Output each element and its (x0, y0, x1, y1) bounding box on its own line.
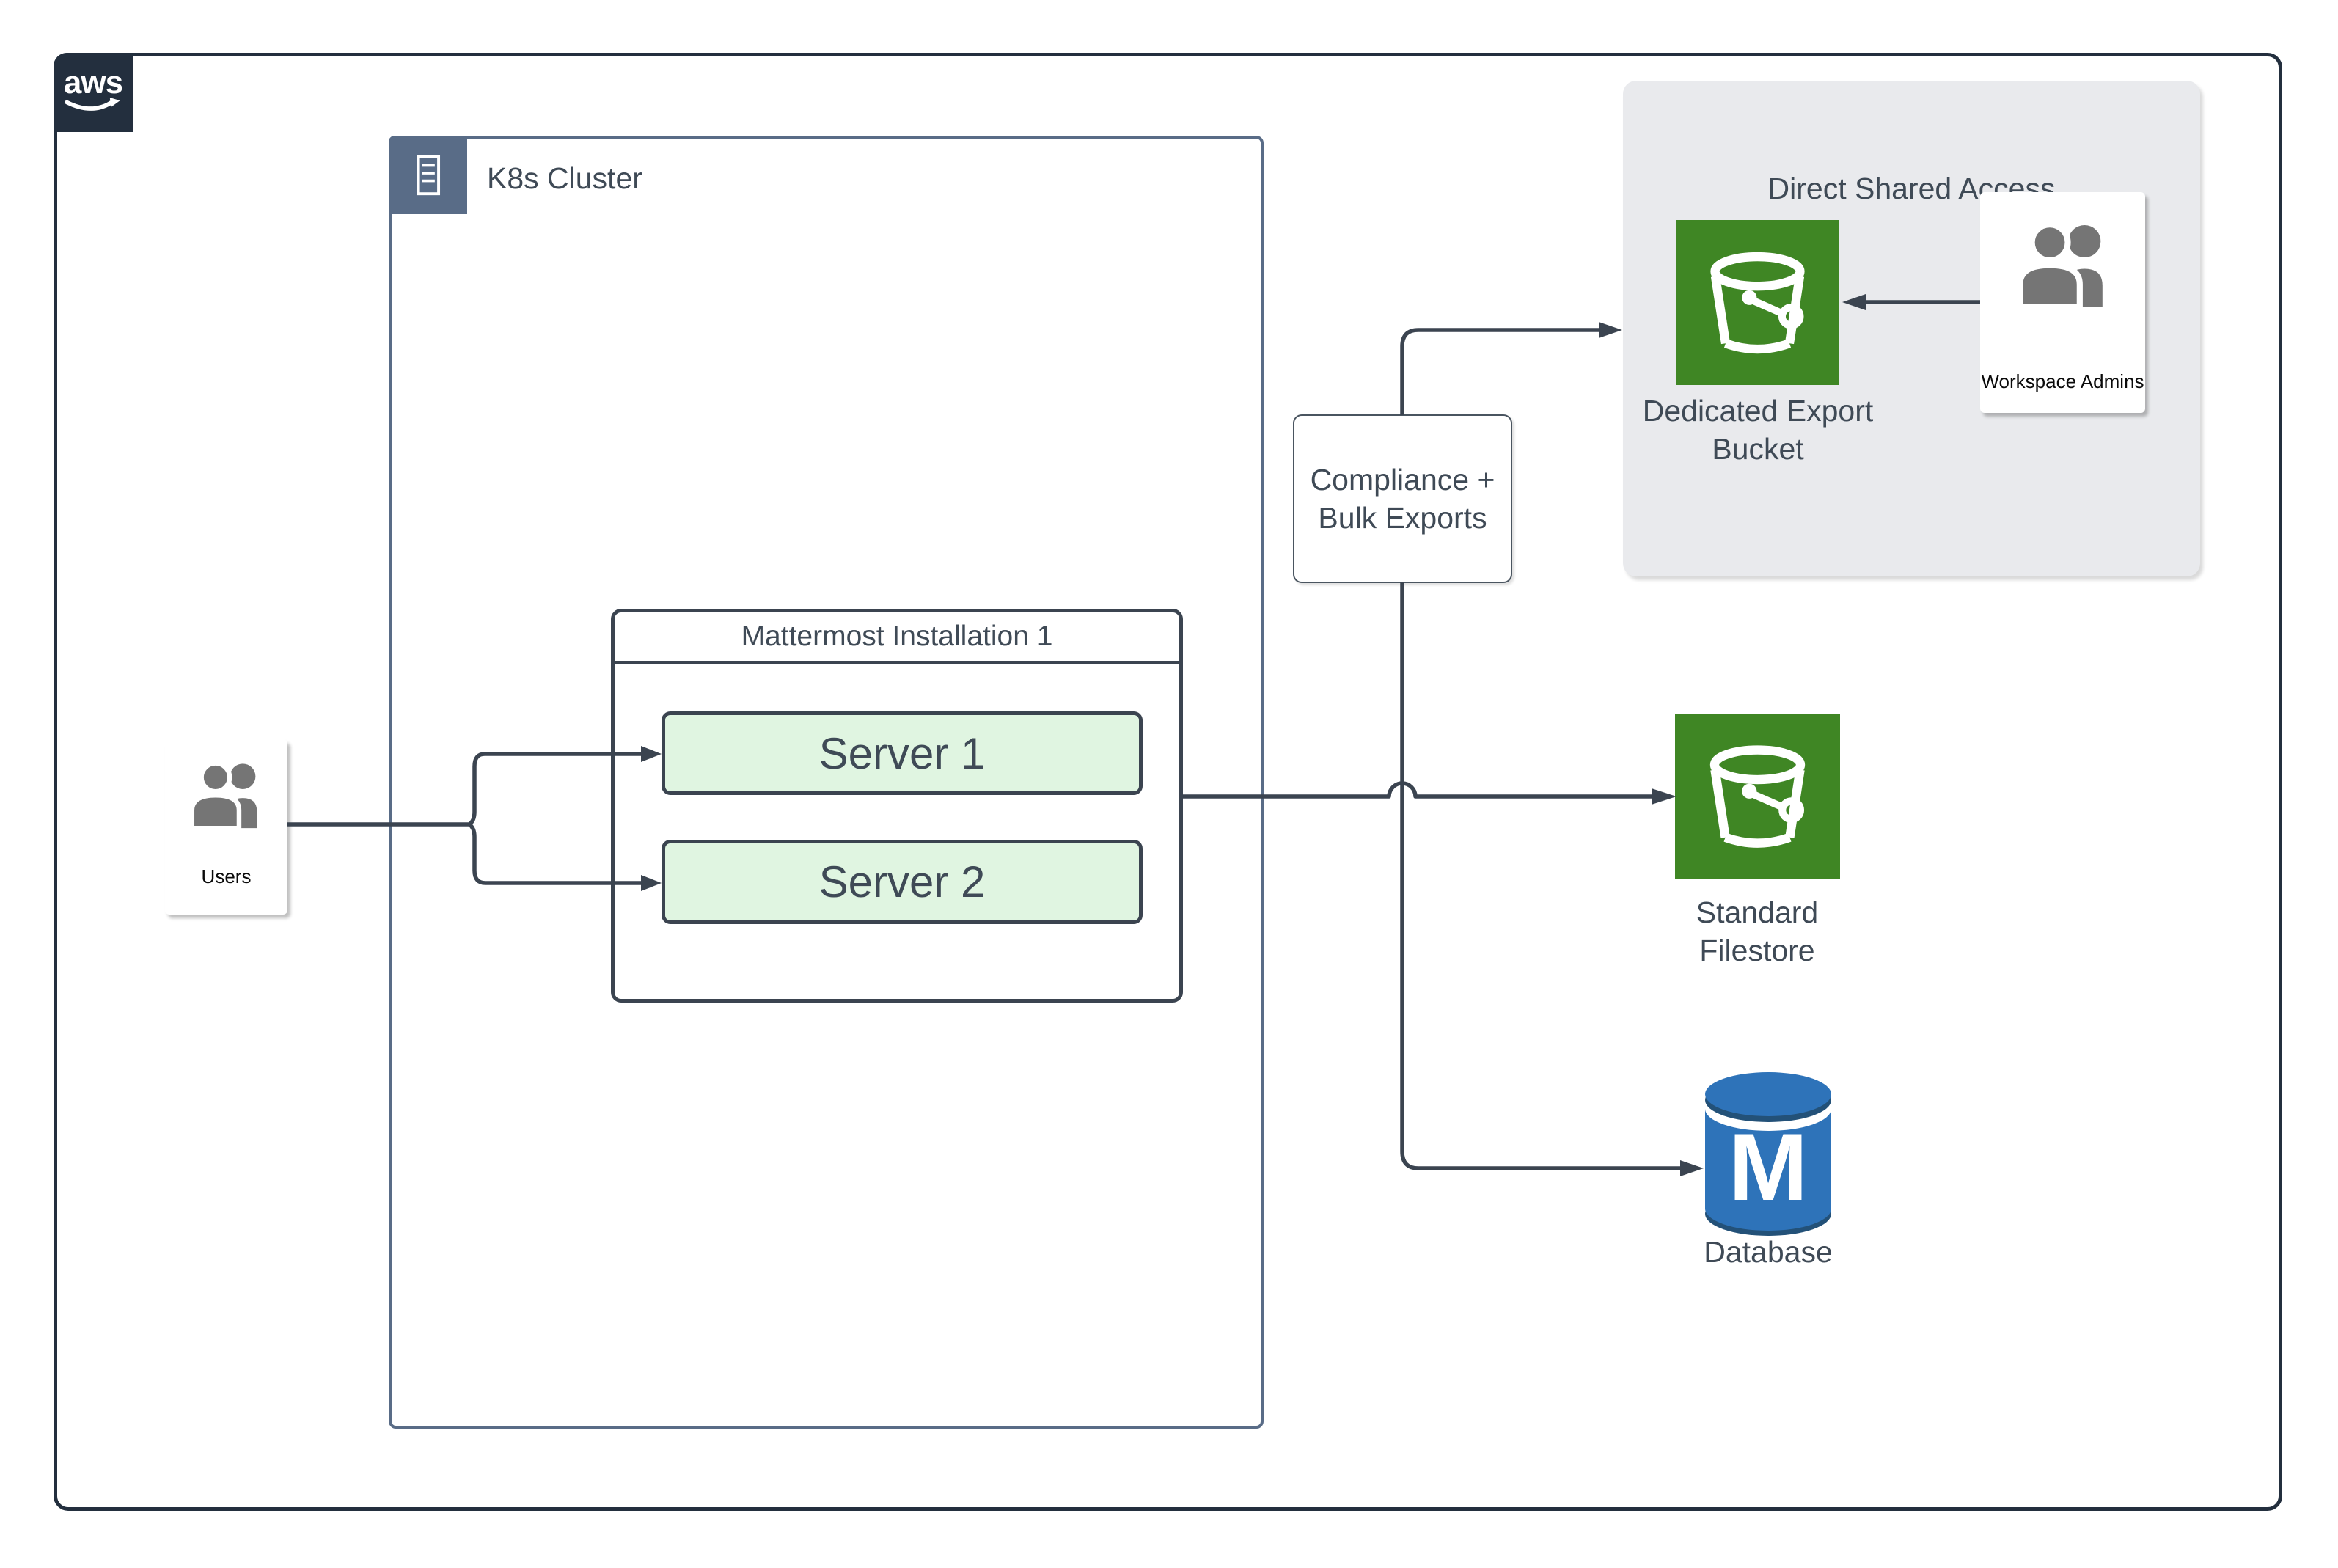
dedicated-export-bucket-label: Dedicated Export Bucket (1642, 394, 1874, 466)
server-1-node[interactable]: Server 1 (662, 711, 1143, 795)
database-cylinder-icon: M (1705, 1072, 1831, 1236)
k8s-cluster-label: K8s Cluster (487, 161, 642, 195)
workspace-admins-label: Workspace Admins (1981, 370, 2144, 392)
compliance-label-line1: Compliance + (1310, 463, 1495, 497)
aws-logo: aws (54, 53, 133, 132)
database-node[interactable]: M (1702, 1068, 1834, 1242)
aws-cloud-frame (54, 53, 2282, 1511)
s3-bucket-icon (1709, 745, 1806, 848)
users-label: Users (201, 865, 252, 887)
server-rack-icon (417, 155, 440, 195)
compliance-label-line2: Bulk Exports (1318, 501, 1487, 535)
aws-smile-icon (65, 98, 120, 111)
s3-bucket-icon (1710, 252, 1805, 354)
database-label: Database (1704, 1235, 1833, 1269)
standard-filestore-node[interactable] (1675, 714, 1840, 879)
mattermost-installation-group[interactable]: Mattermost Installation 1 (611, 609, 1183, 1003)
compliance-exports-box[interactable]: Compliance + Bulk Exports (1293, 414, 1512, 583)
dedicated-export-bucket-node[interactable] (1676, 220, 1839, 385)
admins-people-icon (2017, 221, 2103, 309)
mattermost-installation-title: Mattermost Installation 1 (615, 612, 1179, 664)
workspace-admins-card[interactable]: Workspace Admins (1980, 192, 2145, 413)
server-1-label: Server 1 (818, 728, 986, 778)
standard-filestore-label: Standard Filestore (1696, 895, 1819, 967)
users-people-icon (189, 761, 257, 830)
users-card[interactable]: Users (165, 739, 287, 915)
aws-logo-text: aws (63, 65, 123, 100)
database-letter: M (1729, 1113, 1808, 1220)
server-2-node[interactable]: Server 2 (662, 840, 1143, 924)
server-2-label: Server 2 (818, 857, 986, 906)
k8s-cluster-icon-box (389, 136, 467, 214)
